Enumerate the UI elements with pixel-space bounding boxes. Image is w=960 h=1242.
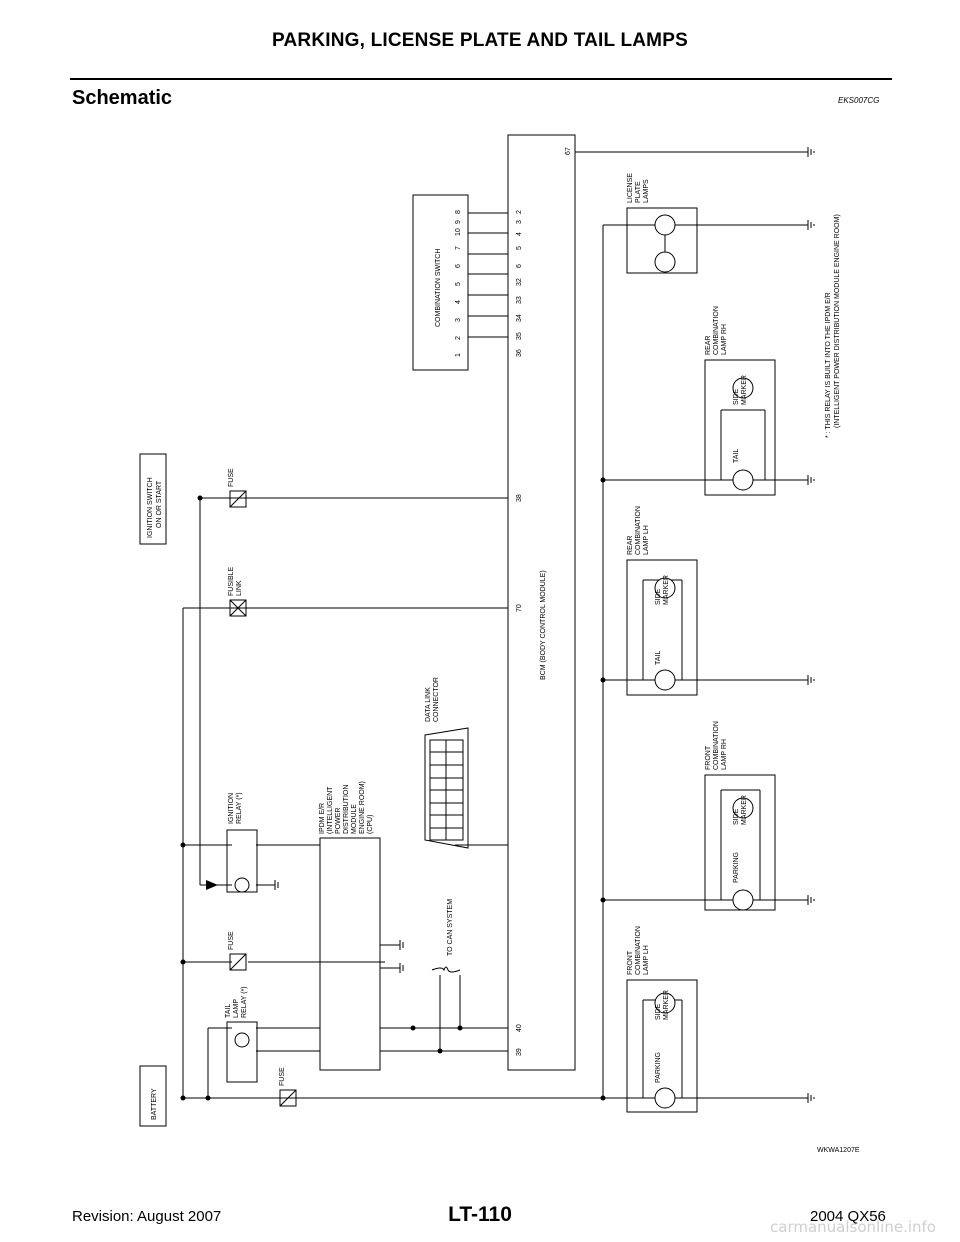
bcm-switch-pin: 5 — [516, 246, 523, 250]
rear-rh-label: REAR — [705, 336, 712, 355]
ipdm-label-3: POWER — [335, 808, 342, 834]
front-lh-label-2: COMBINATION — [635, 926, 642, 975]
bcm-pin-40: 40 — [516, 1024, 523, 1032]
relay-note: * : THIS RELAY IS BUILT INTO THE IPDM E/… — [825, 292, 832, 438]
footer-page-number: LT-110 — [448, 1203, 512, 1226]
watermark: carmanualsonline.info — [770, 1218, 936, 1236]
rear-lh-label-2: COMBINATION — [635, 506, 642, 555]
bcm-switch-pin: 32 — [516, 278, 523, 286]
rear-rh-label-2: COMBINATION — [713, 306, 720, 355]
front-rh-label-2: COMBINATION — [713, 721, 720, 770]
front-rh-parking: PARKING — [733, 852, 740, 883]
data-link-label: DATA LINK — [425, 687, 432, 722]
fuse-label-bottom: FUSE — [279, 1067, 286, 1086]
front-lh-side-2: MARKER — [663, 990, 670, 1020]
switch-pin: 3 — [455, 318, 462, 322]
front-lh-label: FRONT — [627, 950, 634, 975]
front-lh-label-3: LAMP LH — [643, 945, 650, 975]
footer-revision: Revision: August 2007 — [72, 1208, 222, 1225]
bcm-switch-pin: 3 — [516, 220, 523, 224]
rear-rh-tail: TAIL — [733, 449, 740, 463]
switch-pin: 4 — [455, 300, 462, 304]
rear-lh-label: REAR — [627, 536, 634, 555]
ignition-relay-label-2: RELAY (*) — [236, 792, 243, 824]
rear-rh-label-3: LAMP RH — [721, 324, 728, 355]
battery-label: BATTERY — [151, 1088, 158, 1120]
bcm-switch-pin: 35 — [516, 332, 523, 340]
bcm-switch-pin: 34 — [516, 314, 523, 322]
rear-lh-label-3: LAMP LH — [643, 525, 650, 555]
to-can-label: TO CAN SYSTEM — [447, 899, 454, 956]
bcm-switch-pin: 36 — [516, 349, 523, 357]
ipdm-label-4: DISTRIBUTION — [343, 785, 350, 834]
switch-pin: 7 — [455, 246, 462, 250]
front-rh-side: SIDE — [733, 808, 740, 825]
bcm-pin-67: 67 — [565, 147, 572, 155]
rear-lh-tail: TAIL — [655, 651, 662, 665]
rear-rh-side-2: MARKER — [741, 375, 748, 405]
front-rh-label-3: LAMP RH — [721, 739, 728, 770]
switch-pin: 8 — [455, 210, 462, 214]
front-lh-parking: PARKING — [655, 1052, 662, 1083]
ignition-switch-label: IGNITION SWITCH — [147, 477, 154, 538]
switch-pin: 1 — [455, 353, 462, 357]
bcm-switch-pin: 2 — [516, 210, 523, 214]
ipdm-label-6: ENGINE ROOM) — [359, 781, 366, 834]
tail-relay-label-2: LAMP — [233, 999, 240, 1018]
switch-pin: 9 — [455, 220, 462, 224]
rear-lh-side-2: MARKER — [663, 575, 670, 605]
fusible-link-label: FUSIBLE — [228, 566, 235, 596]
relay-note-2: (INTELLIGENT POWER DISTRIBUTION MODULE E… — [834, 214, 841, 428]
switch-pin: 5 — [455, 282, 462, 286]
rear-lh-side: SIDE — [655, 588, 662, 605]
front-lh-side: SIDE — [655, 1003, 662, 1020]
ipdm-label-7: (CPU) — [367, 815, 374, 834]
ignition-switch-label-2: ON OR START — [156, 480, 163, 528]
fuse-label-mid: FUSE — [228, 931, 235, 950]
fusible-link-label-2: LINK — [236, 580, 243, 596]
ipdm-label-5: MODULE — [351, 804, 358, 834]
license-label: LICENSE — [627, 173, 634, 203]
ignition-relay-label: IGNITION — [228, 793, 235, 824]
front-rh-side-2: MARKER — [741, 795, 748, 825]
rear-rh-side: SIDE — [733, 388, 740, 405]
switch-pin: 6 — [455, 264, 462, 268]
page-title: PARKING, LICENSE PLATE AND TAIL LAMPS — [272, 30, 688, 51]
front-rh-label: FRONT — [705, 745, 712, 770]
ipdm-label-2: (INTELLIGENT — [327, 786, 334, 834]
license-label-2: PLATE — [635, 181, 642, 203]
figure-code: WKWA1207E — [817, 1147, 860, 1154]
switch-pin: 2 — [455, 336, 462, 340]
header-rule — [70, 78, 892, 80]
footer-model: 2004 QX56 — [810, 1208, 886, 1225]
bcm-pin-39: 39 — [516, 1048, 523, 1056]
combination-switch-label: COMBINATION SWITCH — [435, 249, 442, 327]
bcm-switch-pin: 33 — [516, 296, 523, 304]
section-title: Schematic — [72, 87, 173, 109]
tail-relay-label-3: RELAY (*) — [241, 986, 248, 1018]
license-label-3: LAMPS — [643, 179, 650, 203]
bcm-label: BCM (BODY CONTROL MODULE) — [540, 570, 547, 680]
tail-relay-label: TAIL — [225, 1004, 232, 1018]
bcm-switch-pin: 4 — [516, 232, 523, 236]
bcm-pin-70: 70 — [516, 604, 523, 612]
switch-pin: 10 — [455, 228, 462, 236]
data-link-label-2: CONNECTOR — [433, 677, 440, 722]
bcm-pin-38: 38 — [516, 494, 523, 502]
fuse-label-top: FUSE — [228, 468, 235, 487]
section-code: EKS007CG — [838, 96, 880, 105]
ipdm-label-1: IPDM E/R — [319, 803, 326, 834]
bcm-switch-pin: 6 — [516, 264, 523, 268]
